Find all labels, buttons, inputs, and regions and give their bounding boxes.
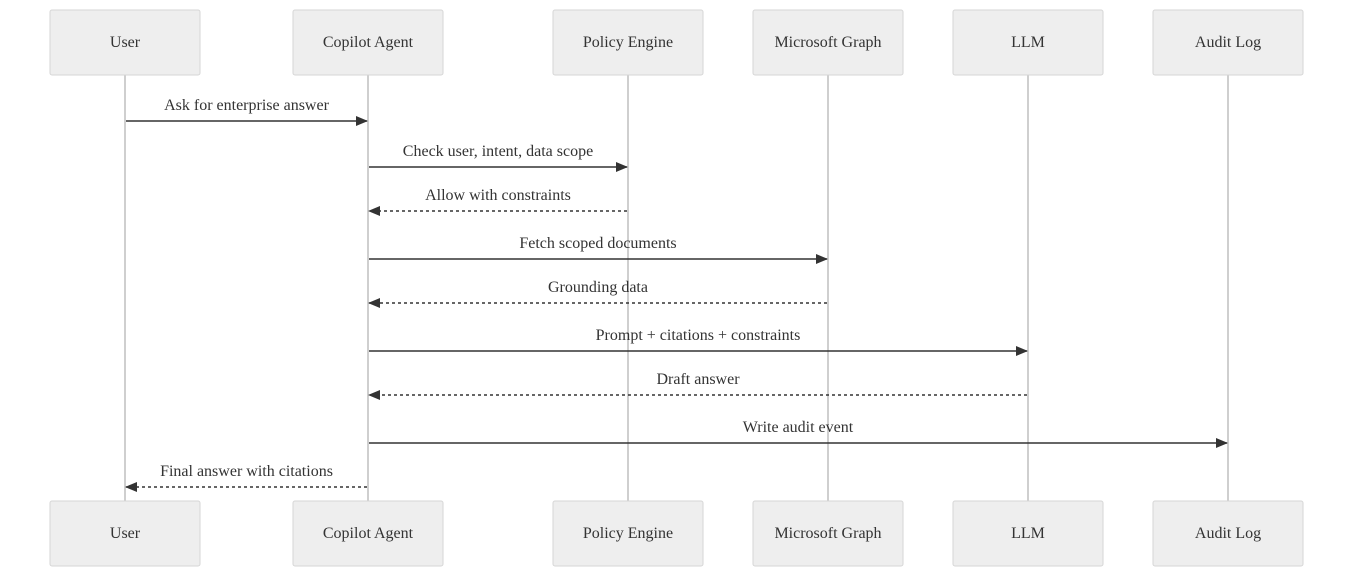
participant-graph-top: Microsoft Graph <box>752 9 904 76</box>
participant-label: Copilot Agent <box>323 34 414 51</box>
participant-copilot-bottom: Copilot Agent <box>292 500 444 567</box>
message-5: Grounding data <box>368 279 827 308</box>
message-label: Final answer with citations <box>160 463 333 480</box>
message-label: Prompt + citations + constraints <box>596 327 801 344</box>
message-2: Check user, intent, data scope <box>369 143 628 172</box>
message-label: Check user, intent, data scope <box>403 143 593 160</box>
participant-box <box>952 500 1104 567</box>
message-4: Fetch scoped documents <box>369 235 828 264</box>
participants-bottom: User Copilot Agent Policy Engine Microsoft … <box>49 500 1304 567</box>
message-1: Ask for enterprise answer <box>126 97 368 126</box>
participant-box <box>752 500 904 567</box>
participants-top: User Copilot Agent Policy Engine Microsoft … <box>49 9 1304 76</box>
participant-user-bottom: User <box>49 500 201 567</box>
message-label: Grounding data <box>548 279 648 296</box>
participant-box <box>292 500 444 567</box>
participant-audit-bottom: Audit Log <box>1152 500 1304 567</box>
participant-box <box>952 9 1104 76</box>
participant-label: Microsoft Graph <box>774 525 881 542</box>
message-label: Write audit event <box>743 419 854 436</box>
participant-box <box>1152 9 1304 76</box>
participant-audit-top: Audit Log <box>1152 9 1304 76</box>
participant-label: Policy Engine <box>583 34 673 51</box>
participant-llm-bottom: LLM <box>952 500 1104 567</box>
participant-box <box>49 500 201 567</box>
message-8: Write audit event <box>369 419 1228 448</box>
participant-policy-bottom: Policy Engine <box>552 500 704 567</box>
participant-label: Audit Log <box>1195 34 1261 51</box>
message-6: Prompt + citations + constraints <box>369 327 1028 356</box>
participant-policy-top: Policy Engine <box>552 9 704 76</box>
participant-box <box>49 9 201 76</box>
participant-copilot-top: Copilot Agent <box>292 9 444 76</box>
message-label: Allow with constraints <box>425 187 571 204</box>
participant-box <box>292 9 444 76</box>
participant-label: LLM <box>1011 34 1045 51</box>
message-3: Allow with constraints <box>368 187 627 216</box>
participant-box <box>552 500 704 567</box>
message-9: Final answer with citations <box>125 463 367 492</box>
message-label: Ask for enterprise answer <box>164 97 330 114</box>
message-label: Draft answer <box>656 371 740 388</box>
participant-label: Microsoft Graph <box>774 34 881 51</box>
participant-graph-bottom: Microsoft Graph <box>752 500 904 567</box>
participant-box <box>552 9 704 76</box>
participant-label: LLM <box>1011 525 1045 542</box>
participant-label: Policy Engine <box>583 525 673 542</box>
participant-label: User <box>110 525 141 542</box>
message-7: Draft answer <box>368 371 1027 400</box>
participant-llm-top: LLM <box>952 9 1104 76</box>
participant-label: Copilot Agent <box>323 525 414 542</box>
lifelines <box>124 75 1229 501</box>
participant-label: Audit Log <box>1195 525 1261 542</box>
participant-user-top: User <box>49 9 201 76</box>
participant-box <box>752 9 904 76</box>
participant-box <box>1152 500 1304 567</box>
message-label: Fetch scoped documents <box>519 235 676 252</box>
participant-label: User <box>110 34 141 51</box>
